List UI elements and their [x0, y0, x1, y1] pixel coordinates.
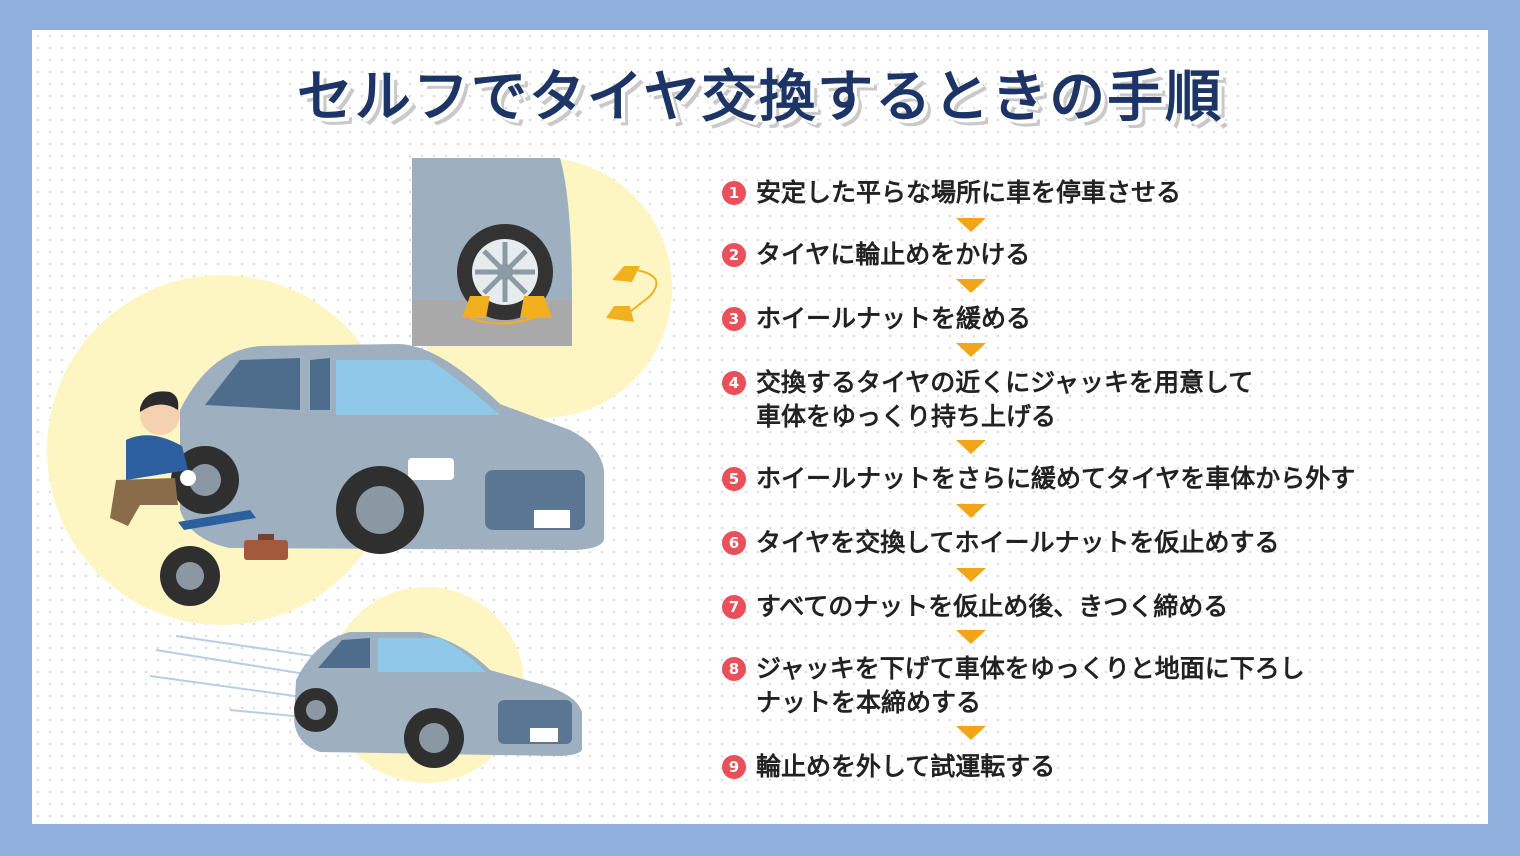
step-9-text: 輪止めを外して試運転する: [756, 752, 1056, 781]
step-arrow-2: [956, 279, 986, 293]
step-5-text: ホイールナットをさらに緩めてタイヤを車体から外す: [756, 464, 1356, 493]
step-arrow-1: [956, 218, 986, 232]
step-6: 6 タイヤを交換してホイールナットを仮止めする: [722, 526, 1280, 560]
car-driving-illustration: [149, 587, 582, 783]
step-3-badge: 3: [722, 307, 746, 331]
step-7-text: すべてのナットを仮止め後、きつく締める: [756, 592, 1229, 621]
step-7: 7 すべてのナットを仮止め後、きつく締める: [722, 590, 1228, 624]
step-6-text: タイヤを交換してホイールナットを仮止めする: [756, 528, 1280, 557]
step-2: 2 タイヤに輪止めをかける: [722, 238, 1030, 272]
step-9-badge: 9: [722, 755, 746, 779]
step-1-badge: 1: [722, 181, 746, 205]
step-4: 4 交換するタイヤの近くにジャッキを用意して 車体をゆっくり持ち上げる: [722, 366, 1253, 434]
step-4-badge: 4: [722, 371, 746, 395]
step-arrow-3: [956, 343, 986, 357]
person-changing-tire-illustration: [47, 275, 604, 625]
step-8: 8 ジャッキを下げて車体をゆっくりと地面に下ろし ナットを本締めする: [722, 652, 1305, 720]
step-8-badge: 8: [722, 657, 746, 681]
step-5: 5 ホイールナットをさらに緩めてタイヤを車体から外す: [722, 462, 1355, 496]
step-1: 1 安定した平らな場所に車を停車させる: [722, 176, 1181, 210]
step-arrow-4: [956, 440, 986, 454]
step-arrow-6: [956, 568, 986, 582]
step-5-badge: 5: [722, 467, 746, 491]
step-3-text: ホイールナットを緩める: [756, 304, 1032, 333]
step-9: 9 輪止めを外して試運転する: [722, 750, 1055, 784]
step-3: 3 ホイールナットを緩める: [722, 302, 1031, 336]
step-arrow-7: [956, 630, 986, 644]
step-2-badge: 2: [722, 243, 746, 267]
content-frame: [32, 30, 1488, 824]
wheel-chock-closeup-illustration: [412, 158, 672, 418]
page-title: セルフでタイヤ交換するときの手順: [296, 65, 1224, 130]
step-6-badge: 6: [722, 531, 746, 555]
step-7-badge: 7: [722, 595, 746, 619]
step-arrow-5: [956, 504, 986, 518]
step-8-text: ジャッキを下げて車体をゆっくりと地面に下ろし ナットを本締めする: [756, 654, 1305, 717]
step-1-text: 安定した平らな場所に車を停車させる: [756, 178, 1182, 207]
step-4-text: 交換するタイヤの近くにジャッキを用意して 車体をゆっくり持ち上げる: [756, 368, 1254, 431]
step-2-text: タイヤに輪止めをかける: [756, 240, 1031, 269]
step-arrow-8: [956, 726, 986, 740]
